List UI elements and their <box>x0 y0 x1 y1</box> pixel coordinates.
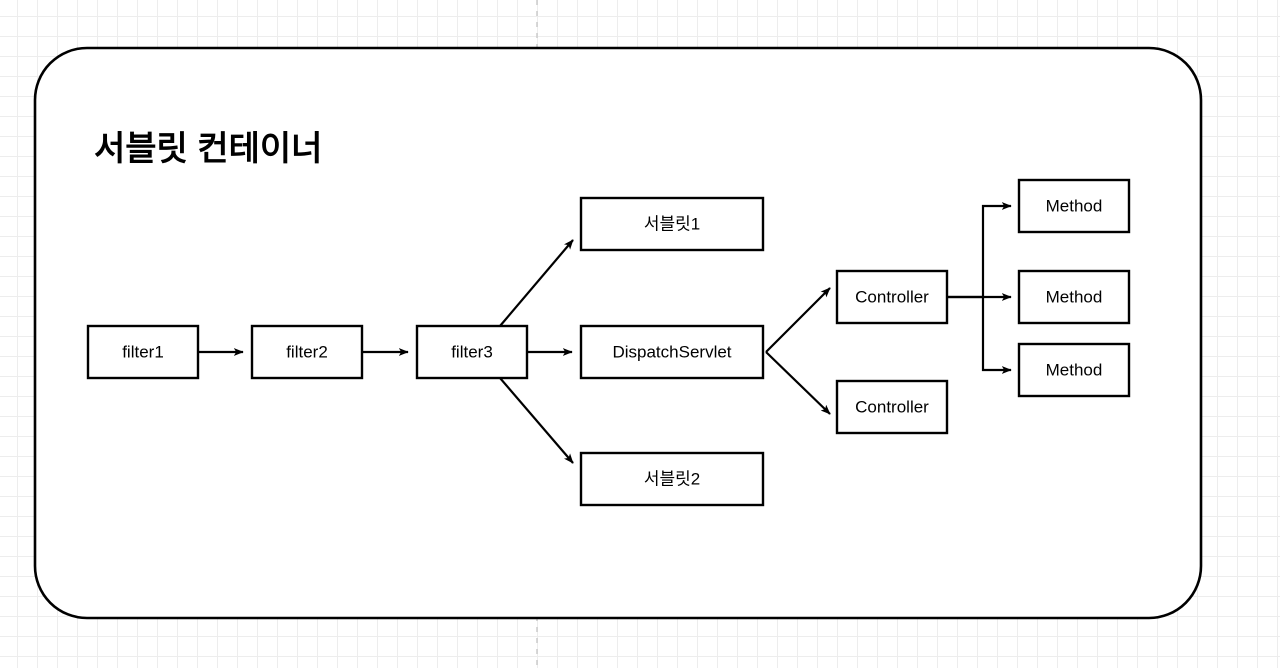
edges-group <box>198 202 1012 464</box>
node-servlet1[interactable]: 서블릿1 <box>579 196 765 252</box>
dispatchservlet-label: DispatchServlet <box>612 342 731 361</box>
servlet2-box[interactable] <box>579 451 765 507</box>
filter1-box[interactable] <box>86 324 200 380</box>
method1-label: Method <box>1046 196 1103 215</box>
dispatchservlet-box[interactable] <box>579 324 765 380</box>
edge-dispatchservlet-controller2[interactable] <box>765 351 831 415</box>
servlet1-box[interactable] <box>579 196 765 252</box>
node-controller2[interactable]: Controller <box>835 379 949 435</box>
node-controller1[interactable]: Controller <box>835 269 949 325</box>
node-filter3[interactable]: filter3 <box>415 324 529 380</box>
edge-filter3-servlet1[interactable] <box>499 239 574 327</box>
edge-filter3-servlet2[interactable] <box>499 377 574 464</box>
filter2-box[interactable] <box>250 324 364 380</box>
servlet1-label: 서블릿1 <box>644 214 700 233</box>
filter2-label: filter2 <box>286 342 328 361</box>
controller2-label: Controller <box>855 397 929 416</box>
edge-controller1-method3[interactable] <box>981 297 1012 374</box>
method2-label: Method <box>1046 287 1103 306</box>
method2-box[interactable] <box>1017 269 1131 325</box>
servlet2-label: 서블릿2 <box>644 469 700 488</box>
controller1-box[interactable] <box>835 269 949 325</box>
node-method3[interactable]: Method <box>1017 342 1131 398</box>
method3-label: Method <box>1046 360 1103 379</box>
filter1-label: filter1 <box>122 342 164 361</box>
container-title: 서블릿 컨테이너 <box>94 130 322 168</box>
filter3-label: filter3 <box>451 342 493 361</box>
method3-box[interactable] <box>1017 342 1131 398</box>
node-servlet2[interactable]: 서블릿2 <box>579 451 765 507</box>
controller1-label: Controller <box>855 287 929 306</box>
node-method1[interactable]: Method <box>1017 178 1131 234</box>
node-filter2[interactable]: filter2 <box>250 324 364 380</box>
node-dispatchservlet[interactable]: DispatchServlet <box>579 324 765 380</box>
edge-dispatchservlet-controller1[interactable] <box>765 287 831 353</box>
node-filter1[interactable]: filter1 <box>86 324 200 380</box>
node-method2[interactable]: Method <box>1017 269 1131 325</box>
controller2-box[interactable] <box>835 379 949 435</box>
filter3-box[interactable] <box>415 324 529 380</box>
method1-box[interactable] <box>1017 178 1131 234</box>
